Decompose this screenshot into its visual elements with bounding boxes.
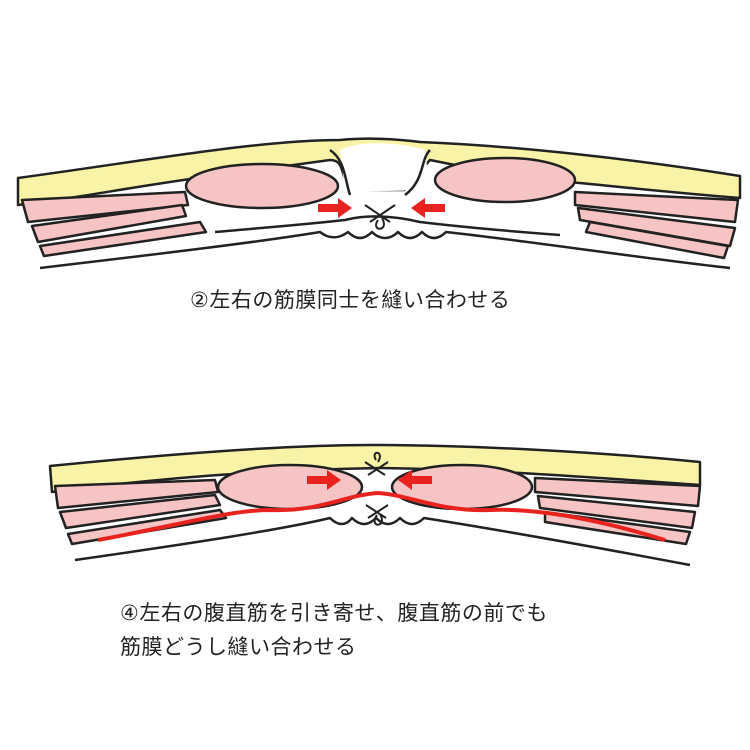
oblique-muscle-left-3 [38, 220, 208, 258]
oblique-muscle-left-1 [20, 190, 190, 224]
arrow-left-icon [411, 198, 445, 218]
step4-caption-line1: ④左右の腹直筋を引き寄せ、腹直筋の前でも [120, 601, 548, 625]
oblique-muscle-right-3 [584, 220, 730, 260]
arrow-right-icon [318, 198, 352, 218]
step4-arrows [307, 470, 432, 490]
arrow-right-icon [307, 470, 341, 490]
peritoneum [39, 230, 731, 270]
posterior-sheath-red-line [97, 490, 666, 542]
rectus-muscle-right [433, 156, 577, 204]
oblique-muscle-left-3 [66, 508, 228, 546]
arrow-left-icon [398, 470, 432, 490]
stitch-knot-posterior [365, 504, 389, 526]
rectus-muscle-right [390, 463, 534, 511]
step2-arrows [318, 198, 445, 218]
oblique-muscle-left-2 [58, 493, 222, 530]
rectus-muscle-left [184, 162, 340, 210]
fascia-gap [340, 143, 430, 192]
oblique-muscle-right-2 [536, 494, 697, 530]
step4-caption-line2: 筋膜どうし縫い合わせる [120, 635, 357, 659]
oblique-muscle-left-1 [53, 478, 220, 510]
oblique-muscle-right-1 [533, 476, 702, 508]
step2-diagram [16, 137, 742, 270]
oblique-muscle-right-1 [573, 190, 740, 224]
stitch-knot [364, 204, 396, 230]
stitch-knot-anterior [364, 451, 389, 476]
fascia-left-edge [329, 148, 352, 196]
oblique-muscle-right-2 [576, 206, 737, 248]
step4-diagram [48, 443, 702, 567]
step2-caption: ②左右の筋膜同士を縫い合わせる [190, 288, 511, 312]
fascia-right-edge [404, 149, 431, 196]
oblique-muscle-left-2 [30, 203, 188, 244]
